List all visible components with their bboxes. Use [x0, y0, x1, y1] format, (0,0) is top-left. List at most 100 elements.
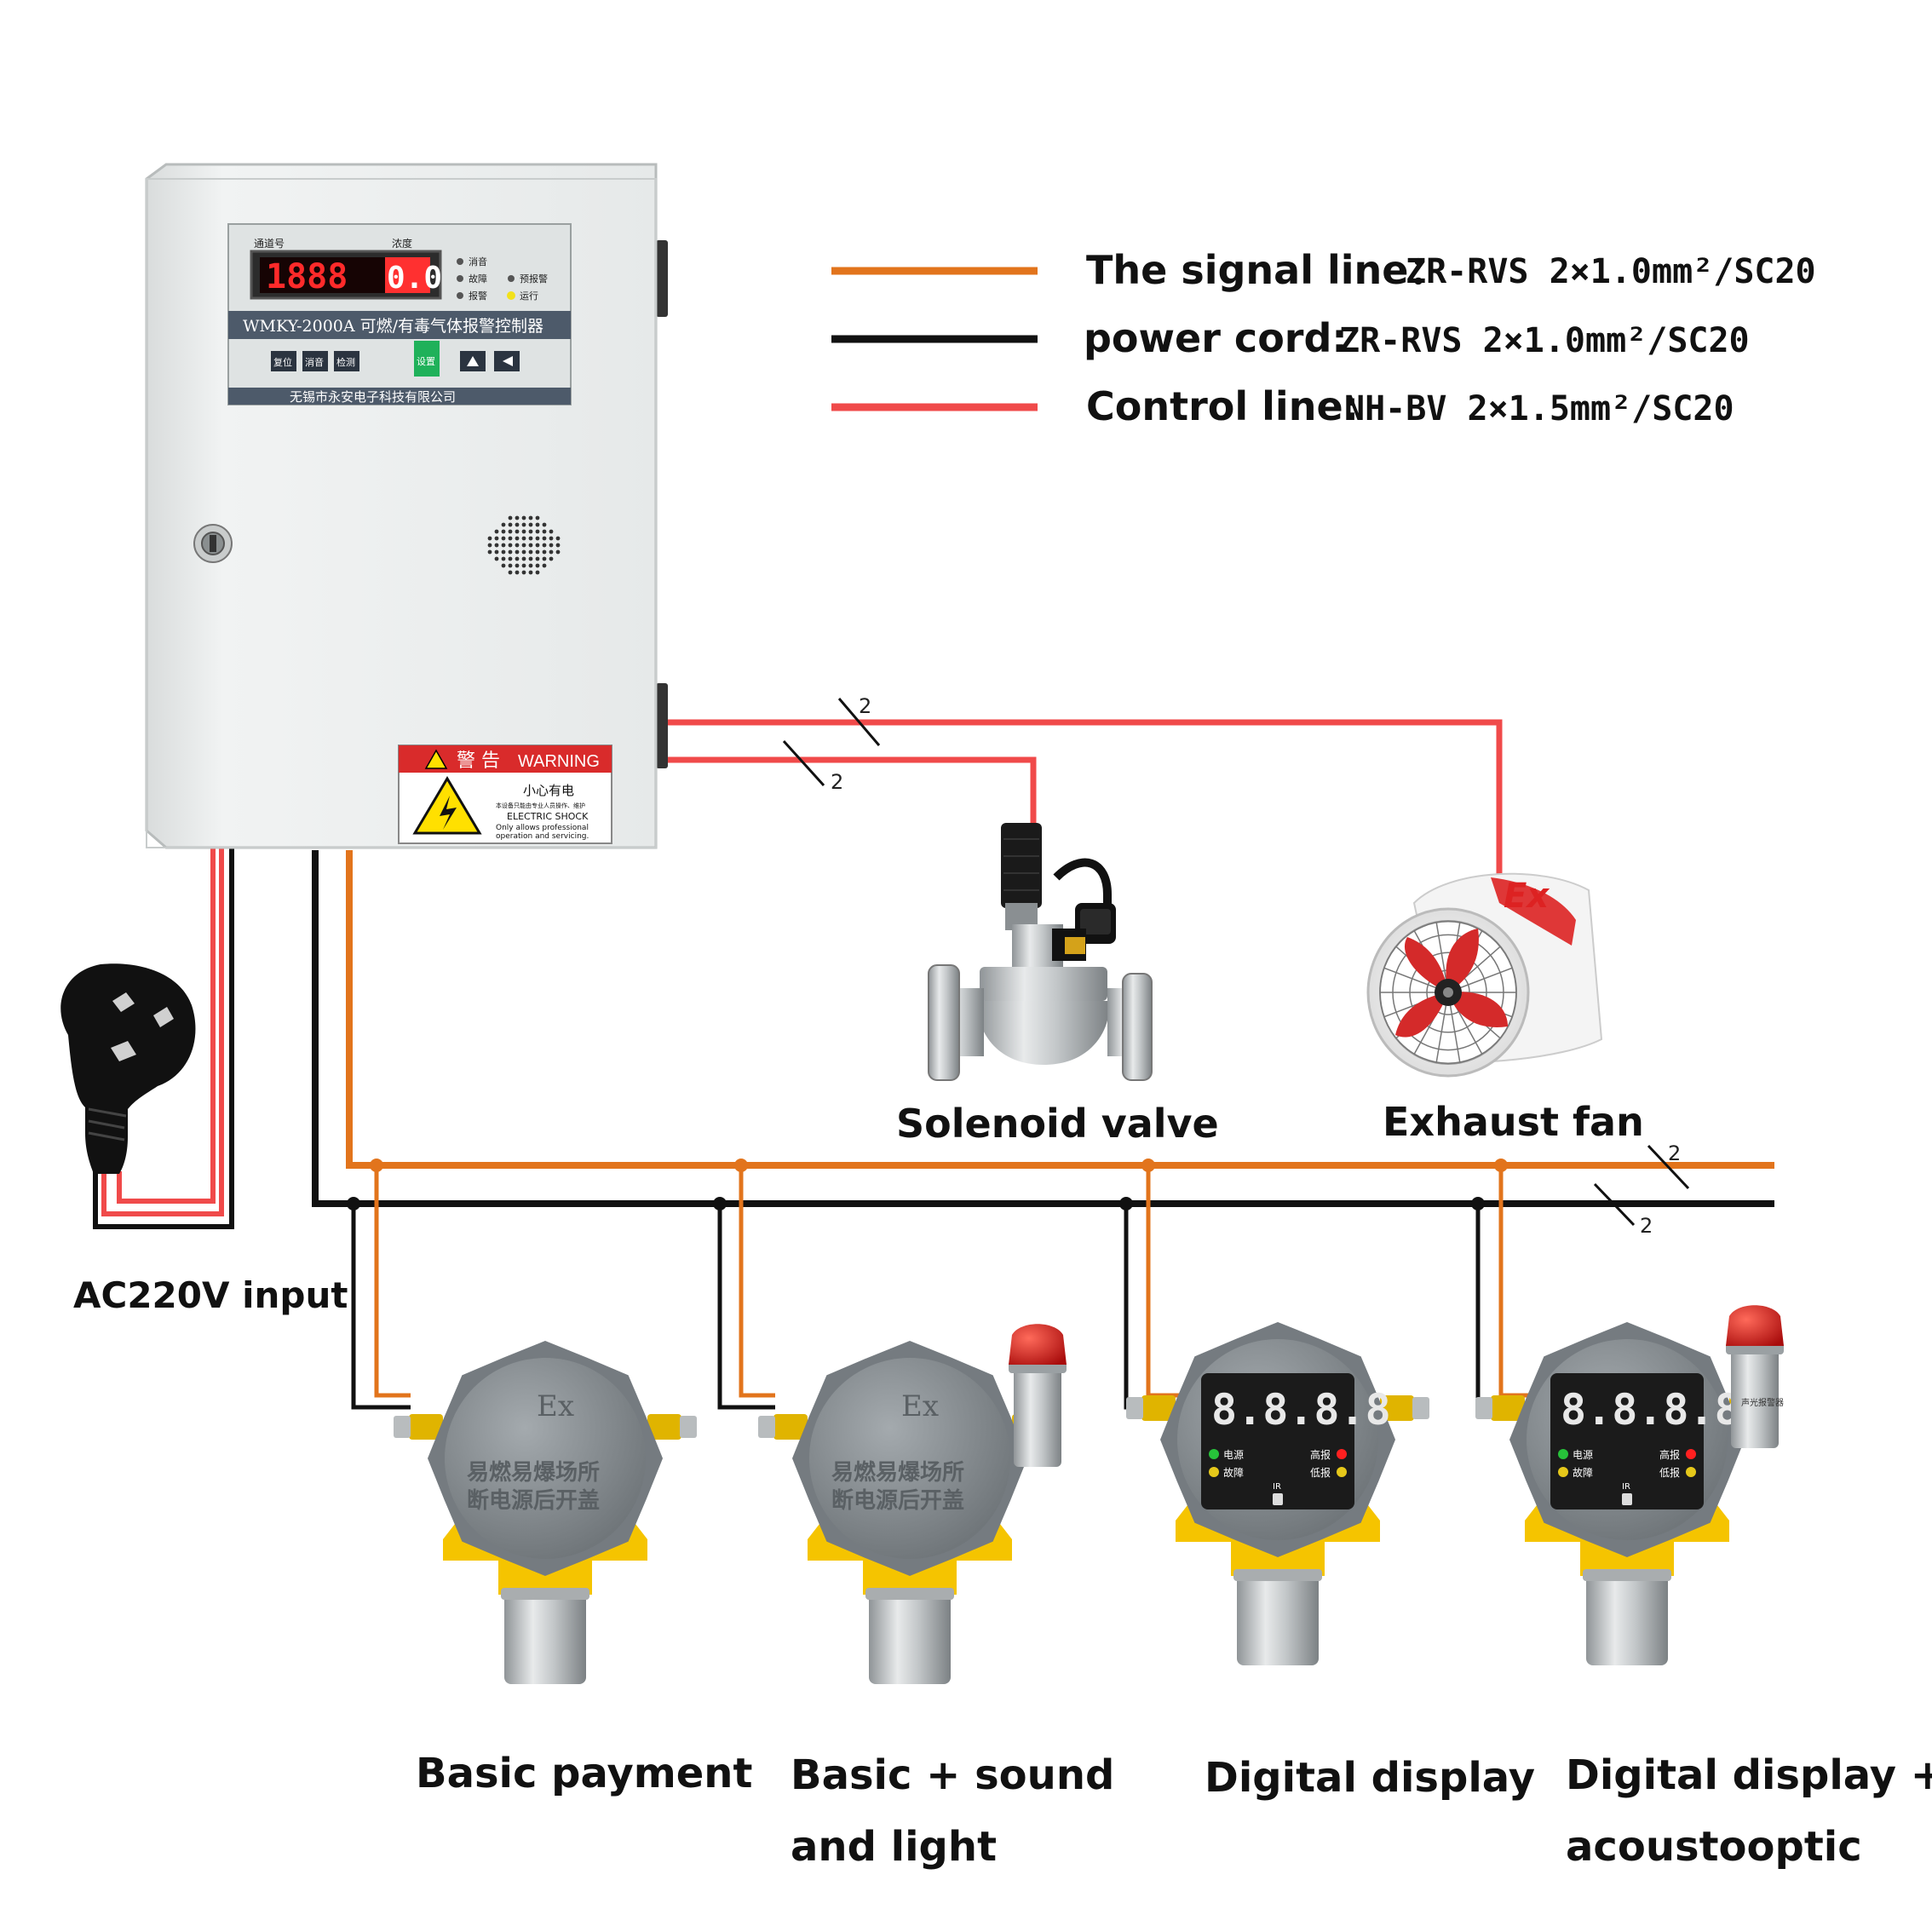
power-input-wire-red-outer: [101, 848, 224, 1216]
svg-text:复位: 复位: [273, 356, 292, 368]
fault-led-icon: [1558, 1467, 1568, 1477]
status-indicators: 消音 故障 报警 预报警 运行: [457, 256, 548, 302]
digital-readout: 8.8.8.8: [1211, 1385, 1391, 1435]
indicator-label: 运行: [520, 290, 538, 302]
legend-item-power: power cord: ZR-RVS 2×1.0mm²/SC20: [831, 315, 1750, 361]
power-plug-icon: [60, 963, 196, 1174]
power-input-wire-black: [93, 848, 234, 1229]
panel-buttons: 复位 消音 检测 设置: [271, 341, 520, 377]
sensor-head: [1586, 1572, 1668, 1665]
wire-count-label: 2: [831, 770, 843, 794]
signal-bus: [346, 850, 1774, 1169]
sensor-head: [1237, 1572, 1319, 1665]
high-alarm-led-icon: [1337, 1449, 1347, 1459]
fault-led-icon: [1209, 1467, 1219, 1477]
test-button[interactable]: [334, 351, 359, 371]
wire-count-labels: 2 2 2 2: [831, 694, 1681, 1238]
warning-en-body: operation and servicing.: [496, 832, 589, 841]
sound-light-beacon-icon: 声光报警器: [1726, 1305, 1784, 1448]
sound-light-beacon-icon: [1009, 1324, 1067, 1467]
detector-label: Basic + sound: [791, 1751, 1114, 1799]
detector-label: Digital display +: [1566, 1751, 1932, 1799]
legend-item-control: Control line: NH-BV 2×1.5mm²/SC20: [831, 383, 1734, 429]
svg-text:消音: 消音: [305, 356, 324, 368]
left-arrow-icon: [503, 356, 513, 366]
warning-en-title: ELECTRIC SHOCK: [507, 811, 589, 822]
indicator-label: 报警: [469, 290, 487, 302]
junction-dots: [347, 1159, 1508, 1210]
indicator-label: 电源: [1573, 1449, 1593, 1461]
legend-control-name: Control line:: [1086, 383, 1359, 429]
fan-ex-badge: Ex: [1504, 877, 1550, 916]
housing-caution-text: 易燃易爆场所: [831, 1460, 964, 1486]
display-window: [1201, 1373, 1354, 1509]
ex-mark: Ex: [901, 1389, 939, 1423]
indicator-label: 高报: [1310, 1448, 1331, 1461]
solenoid-valve-icon: [928, 823, 1153, 1081]
indicator-label: 消音: [469, 256, 487, 267]
speaker-grille-icon: [487, 515, 561, 575]
concentration-display: 0.0: [387, 261, 442, 296]
ex-mark: Ex: [537, 1389, 574, 1423]
sensor-head: [869, 1590, 951, 1684]
legend-signal-spec: ZR-RVS 2×1.0mm²/SC20: [1406, 252, 1816, 291]
legend: The signal line： ZR-RVS 2×1.0mm²/SC20 po…: [831, 247, 1816, 429]
reset-button[interactable]: [271, 351, 296, 371]
indicator-label: 电源: [1223, 1449, 1244, 1461]
indicator-label: 低报: [1659, 1466, 1680, 1479]
ir-receiver-icon: [1622, 1493, 1632, 1505]
beacon-label: 声光报警器: [1741, 1397, 1784, 1408]
panel-conc-label: 浓度: [392, 237, 412, 250]
svg-text:设置: 设置: [417, 356, 435, 367]
mute-button[interactable]: [302, 351, 328, 371]
channel-display: 1888: [266, 257, 348, 296]
control-line-valve: [664, 756, 1037, 826]
detector-label: acoustooptic: [1566, 1823, 1862, 1871]
company-name: 无锡市永安电子科技有限公司: [290, 389, 456, 405]
legend-power-spec: ZR-RVS 2×1.0mm²/SC20: [1339, 321, 1750, 360]
settings-button[interactable]: [414, 341, 440, 377]
wire-count-marks: [782, 698, 1690, 1227]
indicator-label: 故障: [1573, 1466, 1593, 1479]
indicator-label: 故障: [1223, 1466, 1244, 1479]
hinge: [656, 683, 668, 768]
detector-label: Digital display: [1205, 1754, 1535, 1802]
ir-receiver-icon: [1273, 1493, 1283, 1505]
housing-caution-text: 断电源后开盖: [831, 1487, 964, 1514]
power-input-label: AC220V input: [73, 1274, 348, 1316]
housing-caution-text: 断电源后开盖: [467, 1487, 600, 1514]
exhaust-fan-icon: Ex: [1366, 872, 1603, 1078]
model-title: WMKY-2000A 可燃/有毒气体报警控制器: [243, 317, 543, 336]
digital-readout: 8.8.8.8: [1561, 1385, 1740, 1435]
detector-label: Basic payment: [416, 1750, 752, 1797]
wire-count-label: 2: [1668, 1141, 1681, 1165]
display-window: [1550, 1373, 1704, 1509]
model-title-bar: [228, 311, 571, 339]
indicator-label: 预报警: [520, 273, 548, 285]
sensor-head: [504, 1590, 586, 1684]
control-line-fan: [664, 719, 1503, 877]
low-alarm-led-icon: [1686, 1467, 1696, 1477]
power-input-wire-red: [117, 848, 216, 1204]
warning-cn-sub: 本设备只能由专业人员操作、维护: [496, 802, 585, 809]
high-alarm-led-icon: [1686, 1449, 1696, 1459]
legend-item-signal: The signal line： ZR-RVS 2×1.0mm²/SC20: [831, 247, 1816, 293]
power-led-icon: [1558, 1449, 1568, 1459]
indicator-label: 低报: [1310, 1466, 1331, 1479]
legend-control-spec: NH-BV 2×1.5mm²/SC20: [1344, 389, 1734, 428]
svg-text:检测: 检测: [336, 356, 355, 368]
warning-cn: 小心有电: [523, 783, 574, 798]
indicator-label: 高报: [1659, 1448, 1680, 1461]
warning-header-cn: 警 告: [457, 750, 500, 772]
warning-label: 警 告 WARNING 小心有电 本设备只能由专业人员操作、维护 ELECTRI…: [398, 745, 612, 844]
control-panel: 通道号 浓度 1888 0.0 消音 故障 报警 预报警 运行 WMKY-200…: [227, 223, 572, 405]
door-lock-icon[interactable]: [193, 524, 233, 563]
hinge: [656, 240, 668, 317]
up-arrow-icon: [467, 356, 479, 366]
